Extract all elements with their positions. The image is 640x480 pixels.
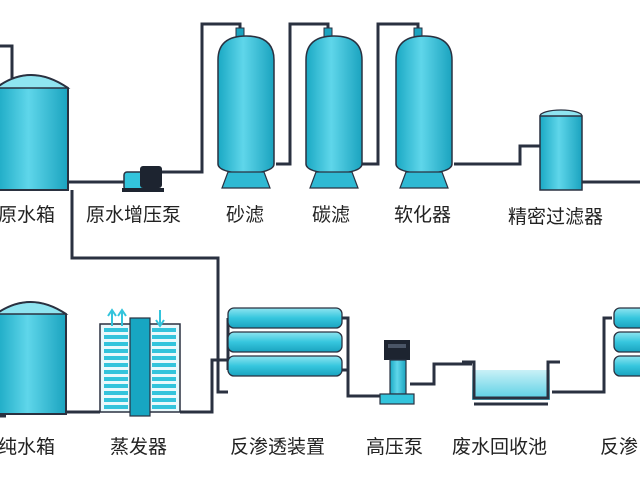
pure-water-tank xyxy=(0,301,69,415)
evaporator-fin xyxy=(104,356,128,360)
label-waste-recovery-pool: 废水回收池 xyxy=(452,436,548,458)
evaporator-fin xyxy=(104,391,128,395)
label-evaporator: 蒸发器 xyxy=(110,436,168,458)
pipes xyxy=(0,22,640,418)
evaporator-fin xyxy=(152,377,176,381)
label-precision-filter: 精密过滤器 xyxy=(508,206,604,228)
evaporator-fin xyxy=(104,398,128,402)
evaporator-fin xyxy=(104,342,128,346)
waste-water-pool xyxy=(462,360,560,406)
evaporator-fin xyxy=(152,370,176,374)
evaporator-fin xyxy=(152,391,176,395)
pipe-inlet xyxy=(0,44,14,78)
evaporator-fin xyxy=(152,405,176,409)
evaporator-fin xyxy=(152,342,176,346)
evaporator-fin xyxy=(152,363,176,367)
sand-filter-tank xyxy=(217,27,275,189)
pipe-sand-to-carbon xyxy=(276,22,330,166)
pipe-carbon-to-softener xyxy=(362,22,420,166)
booster-pump-icon xyxy=(122,166,164,192)
label-ro-unit: 反渗透装置 xyxy=(230,436,326,458)
precision-filter xyxy=(539,109,583,191)
evaporator-fin xyxy=(104,405,128,409)
pipe-pool-to-ro2 xyxy=(552,316,612,394)
reverse-osmosis-unit xyxy=(227,307,343,377)
pipe-softener-to-precision xyxy=(454,144,540,166)
evaporator-fin xyxy=(104,370,128,374)
label-ro-unit-2: 反渗 xyxy=(600,436,639,458)
evaporator-fin xyxy=(104,384,128,388)
evaporator-fin xyxy=(152,328,176,332)
pipe-pump-to-sand xyxy=(160,22,242,174)
pipe-raw-to-ro xyxy=(70,190,228,394)
evaporator-fin xyxy=(152,398,176,402)
evaporator-fin xyxy=(104,363,128,367)
pipe-ro-to-hp xyxy=(346,352,386,398)
label-raw-tank: 原水箱 xyxy=(0,204,56,226)
label-high-pressure-pump: 高压泵 xyxy=(366,436,424,458)
pipe-hp-to-pool xyxy=(410,362,472,386)
evaporator-fin xyxy=(104,335,128,339)
pipe-evap-to-ro xyxy=(180,358,228,414)
carbon-filter-tank xyxy=(305,27,363,189)
label-carbon-filter: 碳滤 xyxy=(312,204,351,226)
evaporator-fin xyxy=(152,384,176,388)
evaporator-fin xyxy=(104,377,128,381)
evaporator-fin xyxy=(104,349,128,353)
raw-water-tank xyxy=(0,74,71,191)
evaporator-fin xyxy=(152,335,176,339)
high-pressure-pump-icon xyxy=(379,340,415,405)
evaporator-fin xyxy=(152,349,176,353)
label-sand-filter: 砂滤 xyxy=(226,204,265,226)
evaporator-fin xyxy=(152,356,176,360)
evaporator-icon xyxy=(99,308,181,417)
softener-tank xyxy=(395,27,453,189)
reverse-osmosis-unit-2 xyxy=(613,307,640,377)
evaporator-fin xyxy=(104,328,128,332)
label-raw-booster-pump: 原水增压泵 xyxy=(86,204,182,226)
label-pure-tank: 纯水箱 xyxy=(0,436,56,458)
label-softener: 软化器 xyxy=(394,204,452,226)
